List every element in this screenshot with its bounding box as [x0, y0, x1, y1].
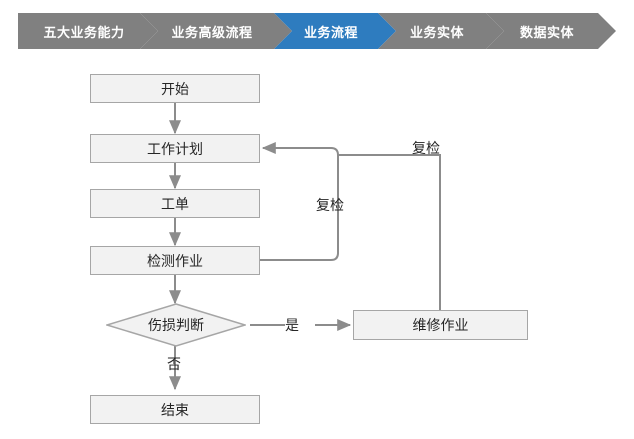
node-work-plan-label: 工作计划	[147, 140, 203, 157]
breadcrumb: 五大业务能力 业务高级流程 业务流程 业务实体 数据实体	[0, 13, 634, 49]
breadcrumb-step-4-label: 业务实体	[409, 24, 464, 40]
breadcrumb-step-5-label: 数据实体	[519, 24, 574, 40]
flowchart: 开始 工作计划 工单 检测作业 伤损判断 维修作业 结束 复检 复检 是 否	[0, 55, 634, 439]
edge-label-no: 否	[167, 356, 181, 372]
breadcrumb-step-4[interactable]: 业务实体	[378, 13, 504, 49]
edge-label-recheck-inner: 复检	[316, 197, 344, 213]
breadcrumb-step-2[interactable]: 业务高级流程	[140, 13, 292, 49]
breadcrumb-step-5[interactable]: 数据实体	[486, 13, 616, 49]
node-start[interactable]: 开始	[90, 74, 260, 103]
node-end[interactable]: 结束	[90, 395, 260, 424]
connector-recheck-inner	[260, 142, 339, 261]
breadcrumb-step-2-label: 业务高级流程	[171, 24, 253, 40]
breadcrumb-step-1-label: 五大业务能力	[43, 24, 125, 40]
node-start-label: 开始	[161, 80, 189, 97]
connector-recheck-outer	[338, 154, 441, 310]
breadcrumb-step-3[interactable]: 业务流程	[274, 13, 396, 49]
breadcrumb-step-1[interactable]: 五大业务能力	[18, 13, 158, 49]
node-repair-label: 维修作业	[412, 317, 469, 333]
node-damage-decision[interactable]	[106, 303, 246, 347]
breadcrumb-step-3-label: 业务流程	[303, 24, 358, 40]
node-work-plan[interactable]: 工作计划	[90, 134, 260, 163]
edge-label-yes: 是	[285, 317, 299, 333]
node-inspection[interactable]: 检测作业	[90, 246, 260, 275]
node-work-order[interactable]: 工单	[90, 189, 260, 218]
node-end-label: 结束	[161, 401, 189, 418]
node-repair[interactable]: 维修作业	[353, 310, 528, 340]
flowchart-connectors	[169, 103, 441, 391]
edge-label-recheck-outer: 复检	[412, 140, 440, 156]
node-inspection-label: 检测作业	[147, 252, 203, 269]
node-work-order-label: 工单	[161, 195, 189, 212]
